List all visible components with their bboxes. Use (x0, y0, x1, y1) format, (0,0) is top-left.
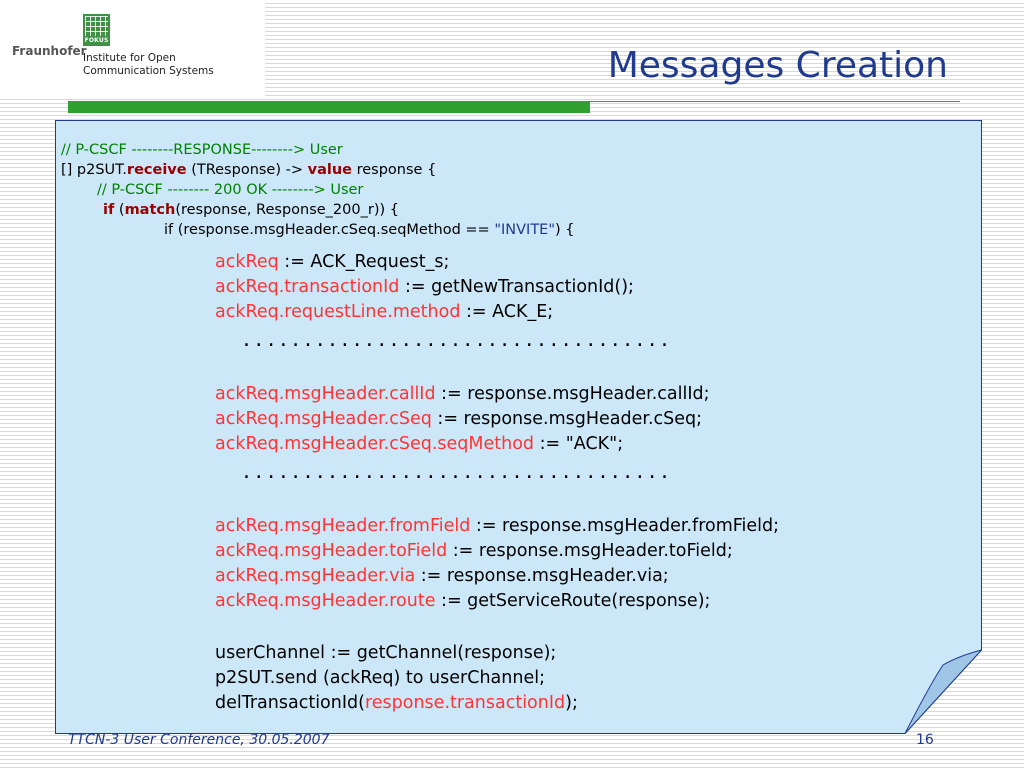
code-line: ackReq.msgHeader.via := response.msgHead… (61, 564, 961, 589)
code-text: := getNewTransactionId(); (399, 277, 634, 297)
code-line: ackReq.msgHeader.fromField := response.m… (61, 514, 961, 539)
code-text: if (response.msgHeader.cSeq.seqMethod == (164, 222, 495, 238)
code-line: if (response.msgHeader.cSeq.seqMethod ==… (61, 220, 961, 240)
logo-badge-text: FOKUS (84, 37, 109, 44)
code-field: ackReq.msgHeader.via (215, 566, 416, 586)
code-text: ( (114, 202, 125, 218)
code-field: ackReq.msgHeader.fromField (215, 516, 471, 536)
page-number: 16 (916, 732, 934, 748)
code-text: := response.msgHeader.cSeq; (431, 409, 703, 429)
code-text: := "ACK"; (534, 434, 624, 454)
code-text: := response.msgHeader.toField; (447, 541, 733, 561)
institute-line-2: Communication Systems (83, 65, 214, 77)
code-field: response.transactionId (364, 693, 566, 713)
code-line: // P-CSCF -------- 200 OK --------> User (61, 180, 961, 200)
code-keyword: receive (126, 162, 187, 178)
code-line: p2SUT.send (ackReq) to userChannel; (215, 668, 545, 688)
footer-event: TTCN-3 User Conference, 30.05.2007 (68, 732, 330, 748)
code-line: ackReq.msgHeader.toField := response.msg… (61, 539, 961, 564)
code-line: delTransactionId(response.transactionId)… (61, 691, 961, 716)
code-line: ackReq.msgHeader.cSeq := response.msgHea… (61, 407, 961, 432)
code-text: delTransactionId( (215, 693, 365, 713)
slide-title: Messages Creation (607, 45, 948, 86)
accent-rule (590, 101, 960, 102)
code-keyword: match (124, 202, 176, 218)
code-comment: // P-CSCF --------RESPONSE--------> User (61, 142, 343, 158)
code-block: // P-CSCF --------RESPONSE--------> User… (61, 140, 961, 716)
code-text: response { (352, 162, 437, 178)
code-text: := response.msgHeader.callId; (435, 384, 710, 404)
code-text: := getServiceRoute(response); (435, 591, 711, 611)
institute-line-1: Institute for Open (83, 52, 176, 64)
code-field: ackReq.msgHeader.route (215, 591, 436, 611)
code-line: userChannel := getChannel(response); (215, 643, 557, 663)
code-field: ackReq (215, 252, 279, 272)
logo-panel: FOKUS Fraunhofer Institute for Open Comm… (0, 0, 265, 98)
ellipsis-line: ................................... (243, 459, 674, 484)
code-keyword: if (103, 202, 115, 218)
code-line: ackReq.requestLine.method := ACK_E; (61, 300, 961, 325)
code-line: ackReq.msgHeader.cSeq.seqMethod := "ACK"… (61, 432, 961, 457)
code-text: (TResponse) -> (186, 162, 308, 178)
code-field: ackReq.msgHeader.cSeq (215, 409, 432, 429)
code-field: ackReq.transactionId (215, 277, 400, 297)
code-text: := response.msgHeader.via; (415, 566, 669, 586)
ellipsis-line: ................................... (243, 327, 674, 352)
institute-name: Institute for Open Communication Systems (83, 52, 214, 78)
code-field: ackReq.msgHeader.cSeq.seqMethod (215, 434, 535, 454)
code-text: (response, Response_200_r)) { (175, 202, 399, 218)
fokus-logo-icon: FOKUS (83, 14, 110, 46)
code-text: := response.msgHeader.fromField; (470, 516, 780, 536)
brand-name: Fraunhofer (12, 44, 87, 58)
code-line: ackReq := ACK_Request_s; (61, 250, 961, 275)
code-line: ackReq.msgHeader.callId := response.msgH… (61, 382, 961, 407)
code-keyword: value (307, 162, 352, 178)
code-line: // P-CSCF --------RESPONSE--------> User (61, 140, 961, 160)
code-field: ackReq.requestLine.method (215, 302, 461, 322)
code-note: // P-CSCF --------RESPONSE--------> User… (55, 120, 982, 734)
code-field: ackReq.msgHeader.callId (215, 384, 436, 404)
code-text: [] p2SUT. (61, 162, 127, 178)
code-text: := ACK_Request_s; (278, 252, 450, 272)
accent-bar (68, 101, 590, 113)
code-string: "INVITE" (494, 222, 556, 238)
code-line: ackReq.transactionId := getNewTransactio… (61, 275, 961, 300)
code-comment: // P-CSCF -------- 200 OK --------> User (97, 182, 364, 198)
code-text: ); (565, 693, 578, 713)
code-line: [] p2SUT.receive (TResponse) -> value re… (61, 160, 961, 180)
code-text: := ACK_E; (460, 302, 554, 322)
code-line: ackReq.msgHeader.route := getServiceRout… (61, 589, 961, 614)
code-line: if (match(response, Response_200_r)) { (61, 200, 961, 220)
code-field: ackReq.msgHeader.toField (215, 541, 448, 561)
note-background (55, 120, 982, 734)
code-text: ) { (555, 222, 575, 238)
